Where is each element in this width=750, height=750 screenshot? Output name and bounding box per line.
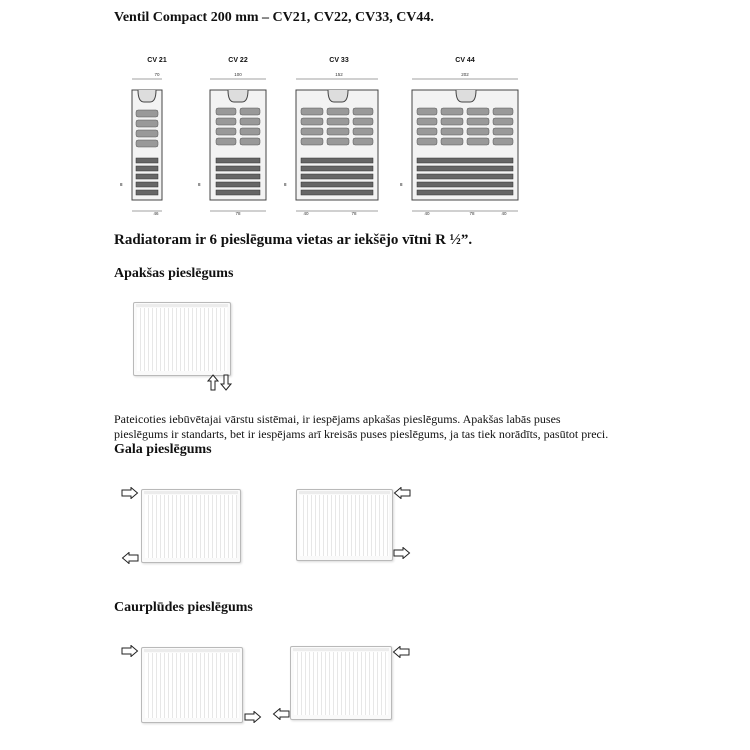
cross-section-cv33: 8: [284, 78, 379, 212]
radiator-flow-right: [290, 646, 392, 720]
bottom-dim-cv22: 78: [235, 211, 241, 216]
arrow-right-icon: [121, 645, 139, 657]
arrow-left-icon: [121, 552, 139, 564]
section-label-cv21: CV 21: [147, 57, 167, 64]
arrow-left-icon: [392, 646, 410, 658]
side-mark-cv33: 8: [284, 182, 287, 187]
cross-section-cv22: 8: [198, 78, 267, 212]
arrow-right-icon: [244, 711, 262, 723]
section-label-cv22: CV 22: [228, 57, 248, 64]
bottom-dim-cv44-c: 40: [501, 211, 507, 216]
side-mark-cv44: 8: [400, 182, 403, 187]
connections-heading: Radiatoram ir 6 pieslēguma vietas ar iek…: [114, 232, 473, 248]
radiator-side-right: [296, 489, 393, 561]
bottom-connection-heading: Apakšas pieslēgums: [114, 266, 234, 281]
arrow-right-icon: [393, 547, 411, 559]
bottom-dim-cv44-b: 78: [469, 211, 475, 216]
top-dim-cv21: 70: [154, 72, 160, 77]
bottom-dim-cv21: 46: [153, 211, 159, 216]
side-mark-cv21: 8: [120, 182, 123, 187]
radiator-flow-left: [141, 647, 243, 723]
cross-section-cv44: 8: [400, 78, 519, 212]
cross-section-cv21: 8: [120, 78, 163, 212]
side-connection-heading: Gala pieslēgums: [114, 442, 212, 457]
top-dim-cv22: 100: [234, 72, 242, 77]
arrow-left-icon: [393, 487, 411, 499]
bottom-dim-cv44-a: 40: [424, 211, 430, 216]
bottom-dim-cv33-b: 78: [351, 211, 357, 216]
radiator-bottom-connection: [133, 302, 231, 376]
document-title: Ventil Compact 200 mm – CV21, CV22, CV33…: [114, 10, 434, 25]
bottom-connection-text: Pateicoties iebūvētajai vārstu sistēmai,…: [114, 412, 674, 442]
section-label-cv33: CV 33: [329, 57, 349, 64]
up-down-arrows-icon: [207, 374, 233, 391]
arrow-left-icon: [272, 708, 290, 720]
paragraph-line-1: Pateicoties iebūvētajai vārstu sistēmai,…: [114, 412, 561, 426]
top-dim-cv33: 152: [335, 72, 343, 77]
paragraph-line-2: pieslēgums ir standarts, bet ir iespējam…: [114, 427, 609, 441]
arrow-right-icon: [121, 487, 139, 499]
bottom-dim-cv33-a: 40: [303, 211, 309, 216]
side-mark-cv22: 8: [198, 182, 201, 187]
flow-connection-heading: Caurplūdes pieslēgums: [114, 600, 253, 615]
radiator-side-left: [141, 489, 241, 563]
top-dim-cv44: 202: [461, 72, 469, 77]
section-label-cv44: CV 44: [455, 57, 475, 64]
